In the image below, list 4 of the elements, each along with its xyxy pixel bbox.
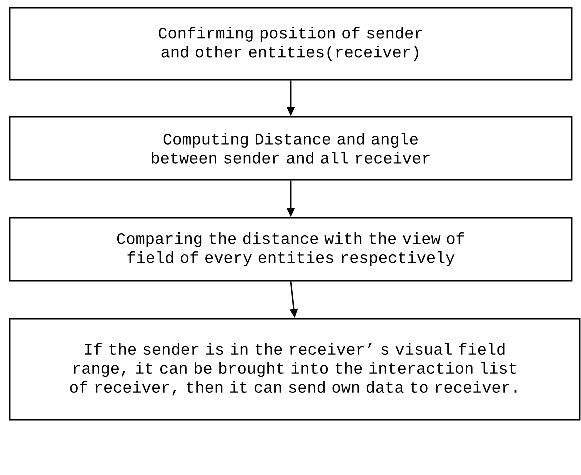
process-box: If the sender is in the receiver’ s visual field range, it can be brought into the interaction list of receiver, then it can send own data to receiver. (9, 318, 581, 421)
process-box: Computing Distance and angle between sender and all receiver (9, 116, 573, 181)
process-box: Comparing the distance with the view of field of every entities respectively (9, 217, 573, 282)
process-box: Confirming position of sender and other entities(receiver) (9, 7, 573, 81)
